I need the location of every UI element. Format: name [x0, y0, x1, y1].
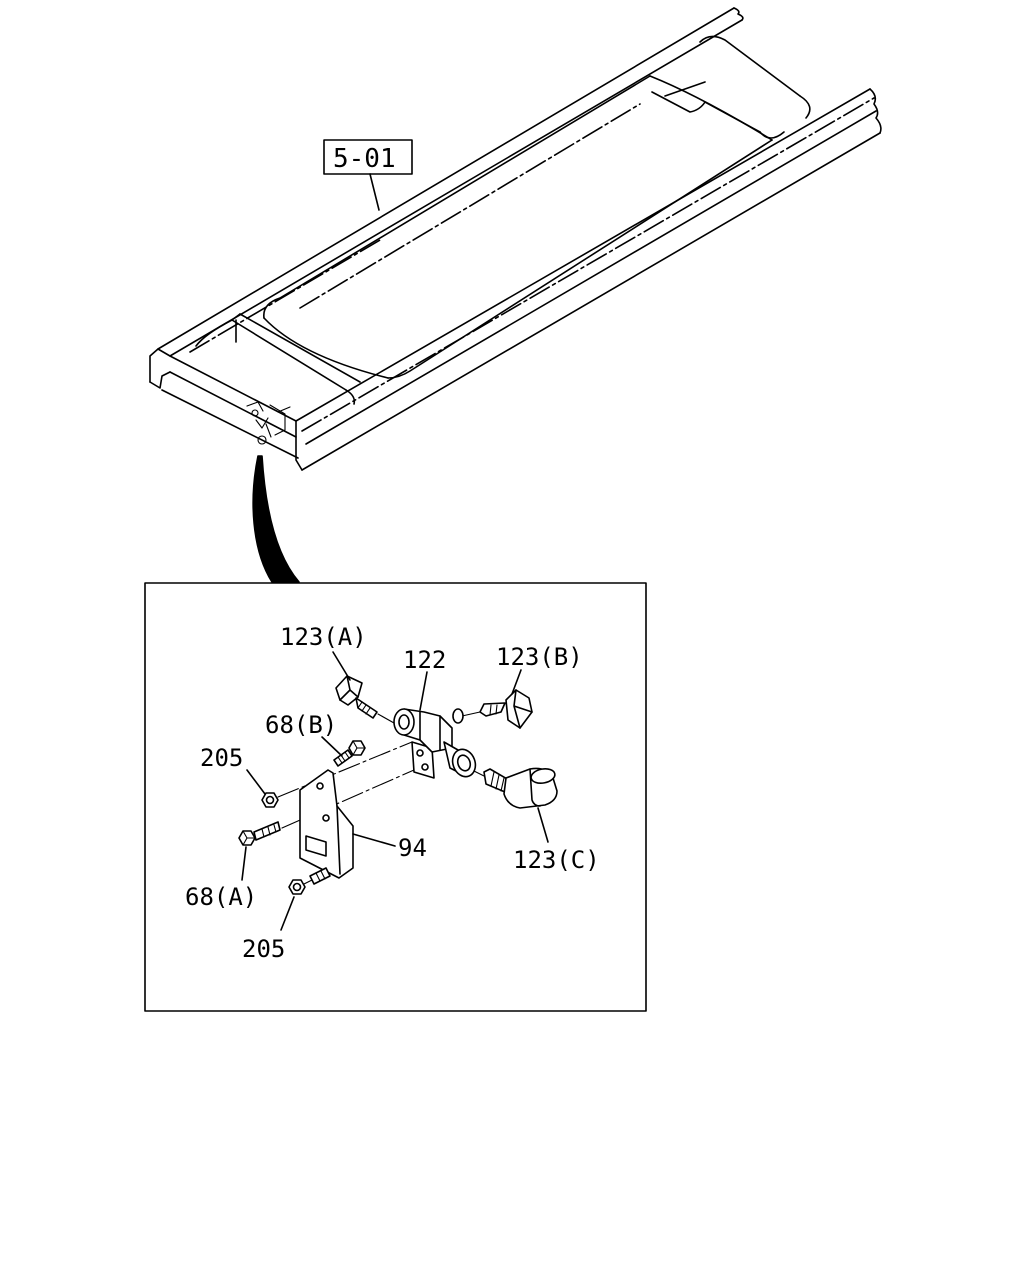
frame-reference: 5-01: [323, 139, 413, 211]
front-rail-bottom-edge: [301, 132, 881, 471]
label-205-upper: 205: [200, 744, 243, 772]
rear-crossmember-front: [651, 91, 761, 133]
leader-123c: [537, 807, 549, 843]
fitting-123b: [479, 689, 533, 729]
front-rail-end: [295, 420, 303, 471]
label-123c: 123(C): [513, 846, 600, 874]
back-rail-top-edge: [149, 7, 735, 383]
detail-callout-pointer: [252, 455, 300, 583]
middle-panel-phantom: [299, 103, 641, 309]
middle-panel-upper: [263, 75, 651, 319]
leader-68a: [241, 846, 247, 881]
alignment-line-lower: [281, 769, 415, 829]
middle-panel-front: [263, 317, 389, 379]
front-rail-flange-line: [301, 97, 875, 432]
bracket-94: [299, 769, 354, 879]
label-94: 94: [398, 834, 427, 862]
fitting-123c: [483, 767, 558, 809]
front-rail-top-edge: [295, 88, 871, 422]
detail-inset: 123(A) 122 123(B) 68(B) 205 94 68(A) 123…: [144, 582, 647, 1012]
alignment-line-123b: [461, 711, 481, 717]
leader-205-upper: [246, 769, 266, 795]
label-122: 122: [403, 646, 446, 674]
leader-122: [419, 671, 428, 711]
middle-panel-rear: [649, 75, 773, 141]
frame-reference-leader: [369, 173, 380, 211]
leader-68b: [321, 736, 343, 757]
leader-123b: [511, 669, 522, 695]
valve-assembly-location: [246, 401, 291, 445]
back-rail-break: [733, 7, 744, 21]
stud-lower: [309, 867, 331, 885]
front-rail-web-line: [305, 110, 877, 445]
bolt-68a: [238, 821, 281, 846]
crossmember-2-back: [239, 313, 361, 383]
label-68a: 68(A): [185, 883, 257, 911]
frame-reference-label: 5-01: [333, 144, 396, 174]
alignment-line-123a: [377, 713, 395, 724]
back-rail-phantom: [189, 239, 381, 353]
frame-reference-box: [323, 139, 413, 175]
rear-crossmember-ends: [664, 81, 811, 139]
nut-205-upper: [261, 792, 279, 808]
back-rail-end: [149, 371, 171, 389]
leader-123a: [332, 651, 351, 681]
label-123a: 123(A): [280, 623, 367, 651]
crossmember-2-front: [195, 319, 347, 391]
front-crossmember-bottom: [161, 389, 299, 459]
valve-122: [393, 708, 477, 779]
leader-205-lower: [280, 896, 295, 931]
nut-205-lower: [288, 879, 306, 895]
alignment-line-bottom: [303, 879, 313, 885]
rear-crossmember-back: [699, 35, 801, 97]
alignment-line-upper: [277, 741, 413, 798]
label-68b: 68(B): [265, 711, 337, 739]
back-rail-inner-edge: [157, 19, 743, 357]
front-rail-break: [869, 88, 882, 134]
label-205-lower: 205: [242, 935, 285, 963]
fitting-123a: [335, 675, 378, 719]
middle-panel-lower: [387, 139, 773, 379]
detail-frame: [144, 582, 647, 1012]
label-123b: 123(B): [496, 643, 583, 671]
chassis-frame: [149, 7, 882, 471]
front-crossmember-top: [169, 355, 297, 422]
crossmember-2-end: [231, 313, 356, 405]
front-crossmember-mid: [169, 371, 297, 438]
leader-94: [352, 833, 396, 847]
